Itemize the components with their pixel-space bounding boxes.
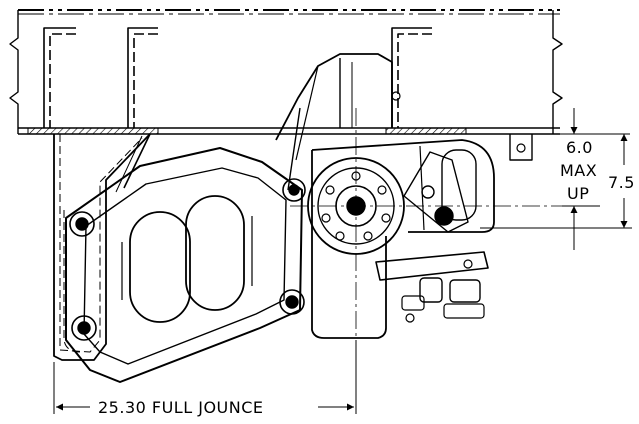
centerlines [290, 108, 590, 410]
pivot-bolt-lower-left [71, 315, 97, 341]
frame-bracket [509, 134, 533, 161]
dim-total-height-value: 7.5 [608, 173, 635, 192]
frame-rail [9, 9, 563, 135]
dim-stroke-up-label: UP [567, 184, 589, 203]
dim-jounce-label: 25.30 FULL JOUNCE [98, 398, 264, 417]
pivot-bolt-lower-right [279, 289, 305, 315]
upper-mount [275, 53, 401, 191]
frame-channels [43, 27, 432, 128]
hub-bolt-circle [321, 171, 391, 241]
axle-housing [311, 139, 495, 339]
dimension-jounce [53, 340, 357, 414]
air-spring-right [185, 195, 253, 311]
dimension-total-height [480, 134, 632, 229]
slack-adjuster [403, 151, 469, 233]
dim-stroke-up-value: 6.0 [566, 138, 593, 157]
dim-stroke-max-label: MAX [560, 161, 597, 180]
pivot-bolt-upper-left [69, 211, 95, 237]
brake-chamber [375, 251, 489, 323]
trailing-arm [65, 133, 303, 383]
pivot-bolt-upper-right [282, 178, 306, 202]
air-spring-left [121, 211, 191, 323]
